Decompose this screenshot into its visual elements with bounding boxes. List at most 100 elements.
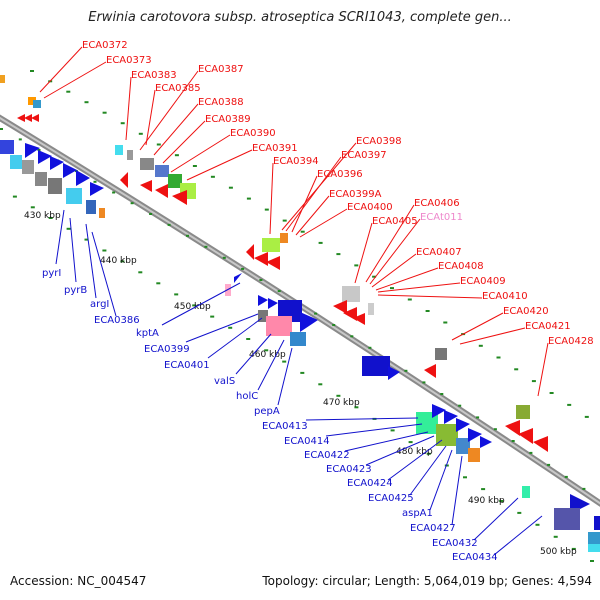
tick-dot bbox=[582, 487, 586, 490]
gene-label[interactable]: ECA0428 bbox=[548, 336, 594, 347]
gene-label[interactable]: argI bbox=[90, 299, 109, 310]
gene-label[interactable]: ECA0373 bbox=[106, 55, 152, 66]
tick-dot bbox=[204, 245, 208, 248]
feature-arrow bbox=[24, 114, 32, 122]
gene-label[interactable]: pyrB bbox=[64, 285, 87, 296]
feature-block bbox=[258, 310, 268, 322]
gene-label[interactable]: ECA0385 bbox=[155, 83, 201, 94]
tick-dot bbox=[120, 122, 125, 125]
tick-dot bbox=[241, 267, 245, 270]
feature-arrow bbox=[266, 256, 280, 270]
reverse-features bbox=[0, 140, 600, 544]
gene-label[interactable]: kptA bbox=[136, 328, 159, 339]
tick-dot bbox=[390, 429, 395, 432]
gene-label[interactable]: valS bbox=[214, 376, 235, 387]
gene-label[interactable]: ECA0408 bbox=[438, 261, 484, 272]
tick-dot bbox=[318, 383, 323, 386]
tick-dot bbox=[210, 175, 215, 178]
feature-arrow bbox=[432, 404, 446, 418]
tick-dot bbox=[499, 500, 504, 502]
feature-block bbox=[436, 424, 458, 446]
gene-label[interactable]: ECA0399A bbox=[329, 189, 382, 200]
feature-block bbox=[522, 486, 530, 498]
tick-dot bbox=[553, 535, 558, 538]
gene-label[interactable]: ECA0413 bbox=[262, 421, 308, 432]
feature-block bbox=[99, 208, 105, 218]
feature-arrow bbox=[444, 410, 458, 424]
tick-dot bbox=[210, 315, 215, 318]
gene-label[interactable]: ECA0423 bbox=[326, 464, 372, 475]
gene-label[interactable]: ECA0400 bbox=[347, 202, 393, 213]
tick-dot bbox=[407, 298, 412, 301]
tick-dot bbox=[130, 202, 134, 205]
tick-dot bbox=[259, 279, 263, 281]
gene-label[interactable]: ECA0390 bbox=[230, 128, 276, 139]
gene-label[interactable]: ECA0406 bbox=[414, 198, 460, 209]
gene-label[interactable]: ECA0401 bbox=[164, 360, 210, 371]
feature-block bbox=[368, 303, 374, 315]
tick-dot bbox=[547, 463, 551, 466]
gene-label[interactable]: ECA0414 bbox=[284, 436, 330, 447]
feature-block bbox=[115, 145, 123, 155]
gene-label[interactable]: ECAt011 bbox=[420, 212, 463, 223]
gene-label[interactable]: ECA0398 bbox=[356, 136, 402, 147]
tick-dot bbox=[120, 260, 125, 263]
feature-arrow bbox=[468, 428, 482, 442]
gene-label[interactable]: ECA0397 bbox=[341, 150, 387, 161]
reverse-labels: pyrI pyrB argI ECA0386 kptA ECA0399 ECA0… bbox=[42, 268, 498, 563]
feature-block bbox=[28, 97, 36, 105]
gene-label[interactable]: ECA0434 bbox=[452, 552, 498, 563]
gene-label[interactable]: ECA0420 bbox=[503, 306, 549, 317]
feature-arrow bbox=[480, 436, 492, 448]
feature-block bbox=[290, 332, 306, 346]
gene-label[interactable]: ECA0405 bbox=[372, 216, 418, 227]
forward-leader-lines bbox=[39, 46, 549, 397]
forward-features bbox=[0, 75, 600, 552]
gene-label[interactable]: ECA0407 bbox=[416, 247, 462, 258]
tick-dot bbox=[228, 326, 233, 329]
gene-label[interactable]: ECA0388 bbox=[198, 97, 244, 108]
gene-label[interactable]: aspA1 bbox=[402, 508, 433, 519]
gene-label[interactable]: ECA0432 bbox=[432, 538, 478, 549]
tick-label: 470 kbp bbox=[323, 398, 360, 408]
gene-label[interactable]: ECA0394 bbox=[273, 156, 319, 167]
feature-arrow bbox=[388, 366, 400, 380]
gene-label[interactable]: ECA0383 bbox=[131, 70, 177, 81]
gene-label[interactable]: ECA0396 bbox=[317, 169, 363, 180]
gene-label[interactable]: holC bbox=[236, 391, 258, 402]
gene-label[interactable]: ECA0427 bbox=[410, 523, 456, 534]
tick-dot bbox=[48, 217, 53, 219]
tick-labels: 430 kbp 440 kbp 450 kbp 460 kbp 470 kbp … bbox=[24, 211, 577, 557]
feature-block bbox=[10, 155, 22, 169]
tick-dot bbox=[66, 227, 71, 230]
gene-label[interactable]: pepA bbox=[254, 406, 280, 417]
gene-label[interactable]: ECA0409 bbox=[460, 276, 506, 287]
feature-block bbox=[33, 100, 41, 108]
gene-label[interactable]: ECA0399 bbox=[144, 344, 190, 355]
tick-dot bbox=[228, 186, 233, 189]
gene-label[interactable]: ECA0424 bbox=[347, 478, 393, 489]
tick-dot bbox=[30, 70, 34, 72]
tick-dot bbox=[332, 324, 336, 326]
gene-label[interactable]: ECA0410 bbox=[482, 291, 528, 302]
tick-dot bbox=[354, 406, 359, 409]
accession-text: Accession: NC_004547 bbox=[10, 574, 147, 588]
tick-dots bbox=[0, 70, 594, 562]
gene-label[interactable]: ECA0425 bbox=[368, 493, 414, 504]
gene-label[interactable]: ECA0389 bbox=[205, 114, 251, 125]
gene-label[interactable]: ECA0391 bbox=[252, 143, 298, 154]
feature-arrow bbox=[31, 114, 39, 122]
tick-dot bbox=[264, 208, 269, 211]
feature-arrow bbox=[63, 163, 77, 178]
gene-label[interactable]: ECA0421 bbox=[525, 321, 571, 332]
gene-label[interactable]: ECA0386 bbox=[94, 315, 140, 326]
feature-arrow bbox=[76, 170, 90, 186]
gene-label[interactable]: pyrI bbox=[42, 268, 61, 279]
gene-label[interactable]: ECA0372 bbox=[82, 40, 128, 51]
feature-arrow bbox=[234, 273, 242, 283]
gene-label[interactable]: ECA0422 bbox=[304, 450, 350, 461]
gene-label[interactable]: ECA0387 bbox=[198, 64, 244, 75]
tick-dot bbox=[318, 241, 323, 244]
feature-arrow bbox=[533, 436, 548, 452]
